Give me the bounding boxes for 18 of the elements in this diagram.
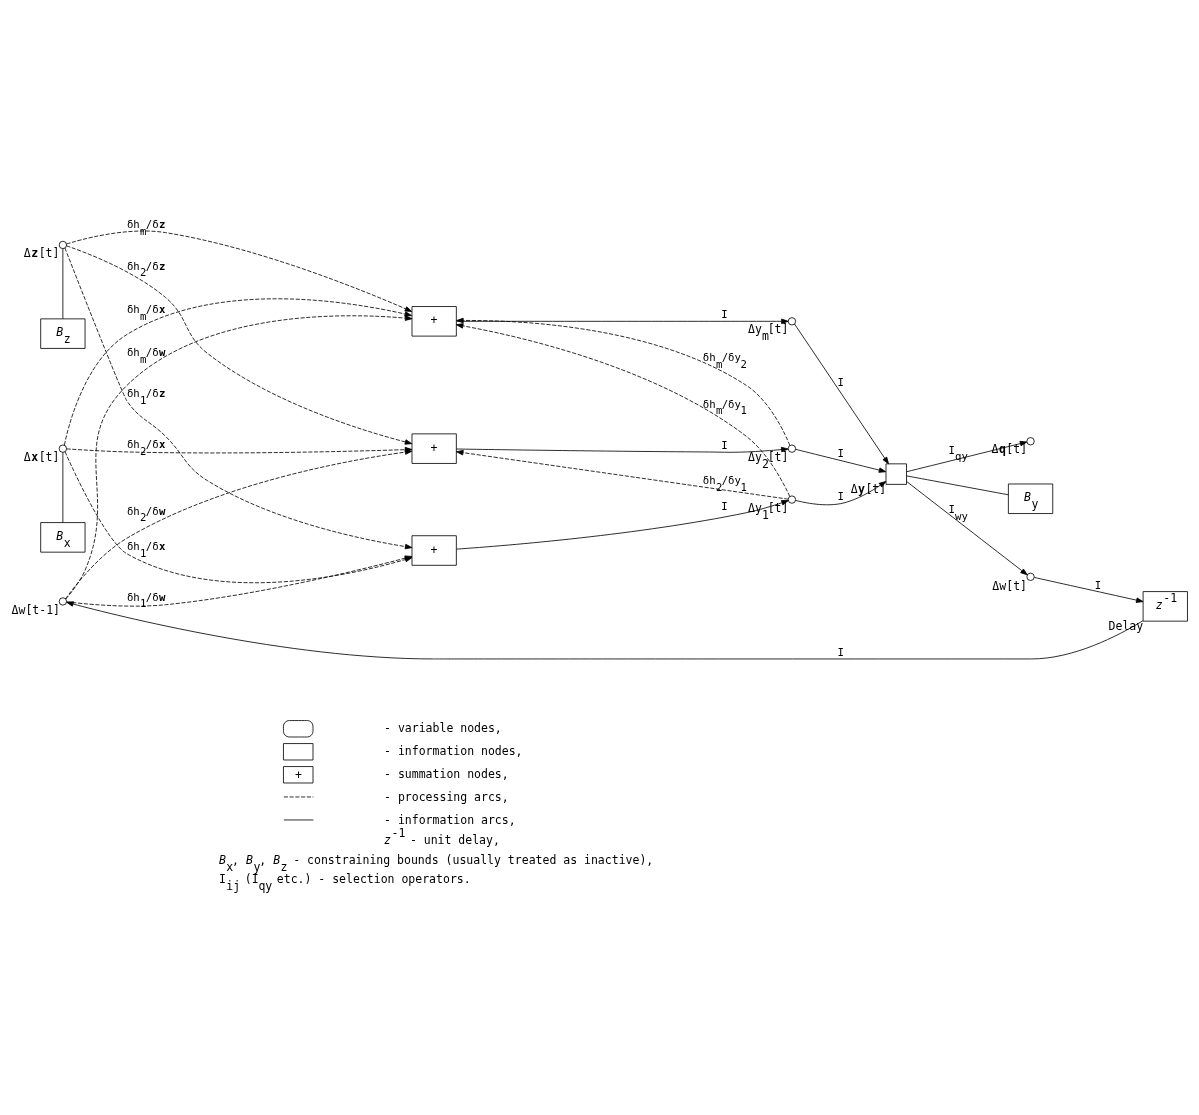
edge-label: I: [837, 447, 844, 461]
legend-label: - variable nodes,: [384, 720, 502, 735]
edge-label: I: [837, 489, 844, 503]
node-label: Δx[t]: [23, 449, 60, 464]
edge-label: I: [721, 499, 728, 513]
edge-label: I: [837, 375, 844, 389]
legend-label: - information arcs,: [384, 812, 516, 827]
node-label: Δw[t]: [992, 578, 1027, 593]
edge-label: I: [721, 308, 728, 322]
label: +: [294, 768, 302, 783]
edge-label: I: [837, 645, 844, 659]
edge-label: I: [721, 438, 728, 452]
node-label: Δz[t]: [23, 246, 60, 261]
node-label: Δw[t-1]: [11, 603, 60, 618]
legend-label: - processing arcs,: [384, 789, 509, 804]
legend-label: - information nodes,: [384, 743, 523, 758]
edge-label: I: [1094, 578, 1102, 592]
legend-label: - summation nodes,: [384, 766, 509, 781]
